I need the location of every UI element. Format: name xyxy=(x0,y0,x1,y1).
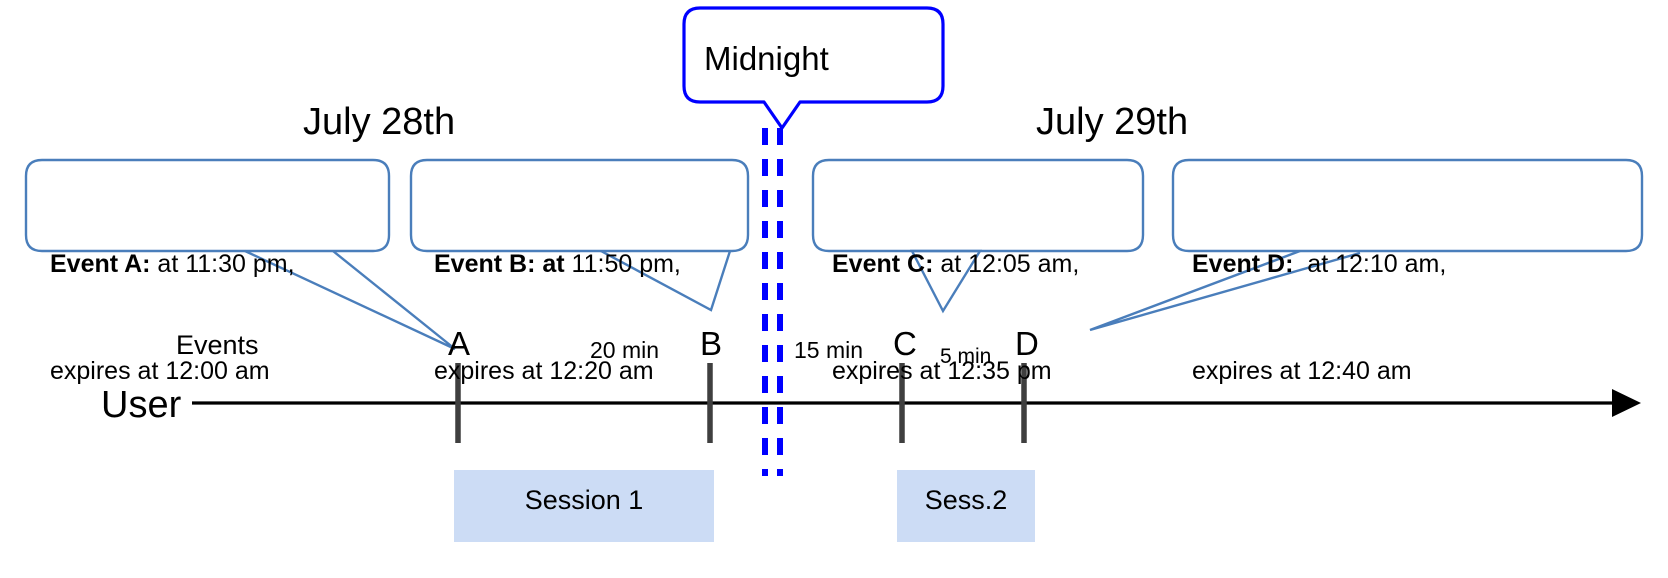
event-a-line-1-rest: at 11:30 pm, xyxy=(150,250,295,278)
session-2-block xyxy=(897,470,1035,542)
gap-label-a-to-b: 20 min xyxy=(590,337,660,363)
event-a-callout-text: Event A: at 11:30 pm, expires at 12:00 a… xyxy=(50,176,295,460)
date-heading-left: July 28th xyxy=(303,101,456,143)
event-c-line-1-rest: at 12:05 am, xyxy=(933,250,1080,278)
event-c-line-1: Event C: at 12:05 am, xyxy=(832,247,1079,283)
event-b-title: Event B: at xyxy=(434,250,565,278)
events-row-label: Events xyxy=(176,330,259,360)
event-b-line-2: expires at 12:20 am xyxy=(434,356,654,385)
session-2-label: Sess.2 xyxy=(924,485,1008,515)
event-d-title: Event D: xyxy=(1192,250,1294,278)
midnight-callout-shape xyxy=(682,6,945,130)
event-c-line-2: expires at 12:35 pm xyxy=(832,356,1052,385)
event-a-line-1: Event A: at 11:30 pm, xyxy=(50,247,295,283)
event-letter-d: D xyxy=(1015,325,1039,362)
event-b-callout-shape xyxy=(409,158,750,253)
event-letter-c: C xyxy=(893,325,917,362)
event-a-title: Event A: xyxy=(50,250,151,278)
event-b-callout-text: Event B: at 11:50 pm, expires at 12:20 a… xyxy=(434,176,681,460)
event-b-line-1-rest: 11:50 pm, xyxy=(564,250,681,278)
event-a-callout-shape xyxy=(24,158,391,253)
event-d-line-1-rest: at 12:10 am, xyxy=(1293,250,1447,278)
event-b-line-1: Event B: at 11:50 pm, xyxy=(434,247,681,283)
event-c-callout-text: Event C: at 12:05 am, expires at 12:35 p… xyxy=(832,176,1079,460)
event-d-line-2: expires at 12:40 am xyxy=(1192,356,1412,385)
gap-label-b-to-c: 15 min xyxy=(794,337,864,363)
midnight-label: Midnight xyxy=(704,40,829,77)
event-c-title: Event C: xyxy=(832,250,934,278)
event-b-leader-line xyxy=(600,249,732,312)
session-1-label: Session 1 xyxy=(524,485,644,515)
session-1-block xyxy=(454,470,714,542)
event-d-callout-text: Event D: at 12:10 am, expires at 12:40 a… xyxy=(1192,176,1446,460)
event-letter-b: B xyxy=(700,325,723,362)
user-row-label: User xyxy=(101,384,182,426)
event-a-line-2: expires at 12:00 am xyxy=(50,356,270,385)
date-heading-right: July 29th xyxy=(1036,101,1189,143)
event-letter-a: A xyxy=(448,325,471,362)
event-d-leader-line xyxy=(1089,249,1361,332)
event-d-line-1: Event D: at 12:10 am, xyxy=(1192,247,1446,283)
event-c-callout-shape xyxy=(811,158,1145,253)
event-c-leader-line xyxy=(910,249,983,314)
timeline-arrowhead xyxy=(1612,389,1641,417)
gap-label-c-to-d: 5 min xyxy=(940,345,992,368)
event-a-leader-line xyxy=(244,249,456,351)
event-d-callout-shape xyxy=(1171,158,1644,253)
